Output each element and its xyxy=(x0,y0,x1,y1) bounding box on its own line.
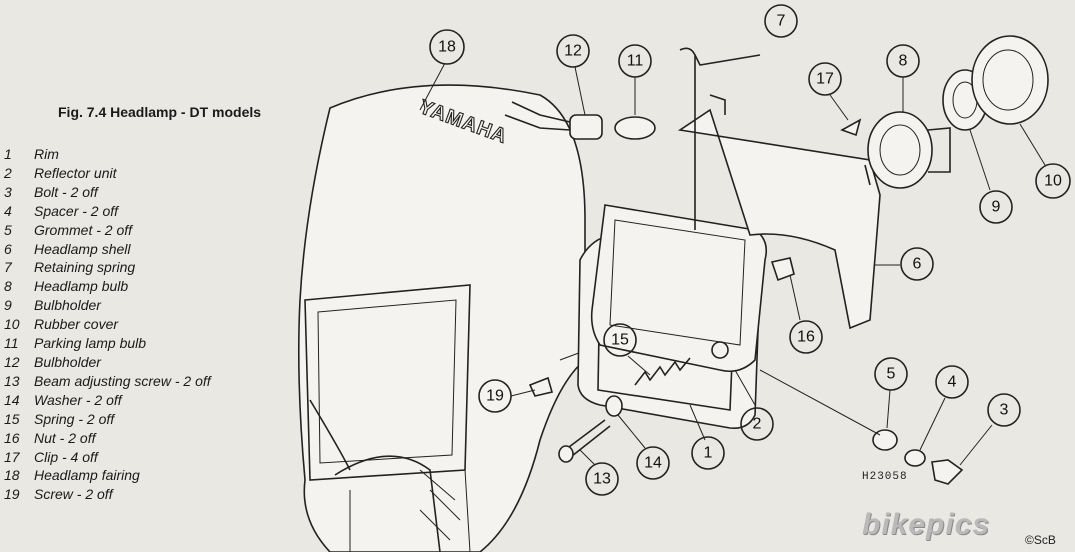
svg-text:15: 15 xyxy=(611,332,629,349)
svg-text:6: 6 xyxy=(913,256,922,273)
svg-text:7: 7 xyxy=(777,13,786,30)
washer xyxy=(605,395,623,417)
svg-text:9: 9 xyxy=(992,199,1001,216)
callout-6: 6 xyxy=(875,247,934,281)
svg-text:16: 16 xyxy=(797,329,815,346)
figure-title: Fig. 7.4 Headlamp - DT models xyxy=(58,104,262,120)
svg-text:4: 4 xyxy=(948,374,957,391)
bulbholder-12 xyxy=(504,101,603,140)
svg-text:5: 5 xyxy=(887,366,896,383)
screw xyxy=(528,376,553,397)
callout-14: 14 xyxy=(617,414,670,480)
callout-9: 9 xyxy=(969,129,1013,224)
svg-text:2: 2 xyxy=(753,416,762,433)
callout-10: 10 xyxy=(1019,123,1071,199)
svg-text:1: 1 xyxy=(704,445,713,462)
callout-2: 2 xyxy=(734,369,774,441)
clip xyxy=(840,118,862,137)
callout-4: 4 xyxy=(919,365,969,451)
svg-text:18: 18 xyxy=(438,39,456,56)
callout-13: 13 xyxy=(579,449,619,496)
bolt xyxy=(931,459,964,485)
svg-text:11: 11 xyxy=(627,53,644,70)
beam-adjusting-screw xyxy=(558,419,611,463)
spacer xyxy=(904,449,926,467)
callout-18: 18 xyxy=(419,29,465,111)
spring xyxy=(634,357,691,386)
callout-11: 11 xyxy=(618,44,652,115)
headlamp-bulb xyxy=(867,111,951,189)
nut xyxy=(770,257,795,282)
callout-19: 19 xyxy=(478,379,536,413)
callout-16: 16 xyxy=(789,274,823,354)
headlamp-fairing xyxy=(297,84,601,552)
rubber-cover xyxy=(971,35,1049,125)
svg-text:8: 8 xyxy=(899,53,908,70)
callout-3: 3 xyxy=(959,393,1021,466)
reflector-unit xyxy=(590,204,768,373)
callout-17: 17 xyxy=(808,62,849,121)
callout-15: 15 xyxy=(603,323,651,376)
callout-1: 1 xyxy=(689,404,725,470)
image-code: H23058 xyxy=(862,471,908,483)
svg-text:3: 3 xyxy=(1000,402,1009,419)
svg-text:10: 10 xyxy=(1044,173,1062,190)
svg-text:17: 17 xyxy=(816,71,834,88)
callout-8: 8 xyxy=(886,44,920,112)
retaining-spring xyxy=(679,47,761,230)
svg-text:13: 13 xyxy=(593,471,611,488)
svg-text:14: 14 xyxy=(644,455,662,472)
callout-12: 12 xyxy=(556,34,590,116)
credit: ©ScB xyxy=(1025,533,1056,547)
bikepics-watermark: bikepics xyxy=(862,508,991,541)
callout-7: 7 xyxy=(764,4,798,38)
callouts: 1 2 3 4 5 6 7 8 9 10 11 12 13 14 15 16 1… xyxy=(419,4,1071,496)
parking-lamp-bulb xyxy=(614,116,656,140)
svg-text:19: 19 xyxy=(486,388,504,405)
svg-text:12: 12 xyxy=(564,43,582,60)
headlamp-shell xyxy=(677,94,881,330)
callout-5: 5 xyxy=(874,357,908,429)
